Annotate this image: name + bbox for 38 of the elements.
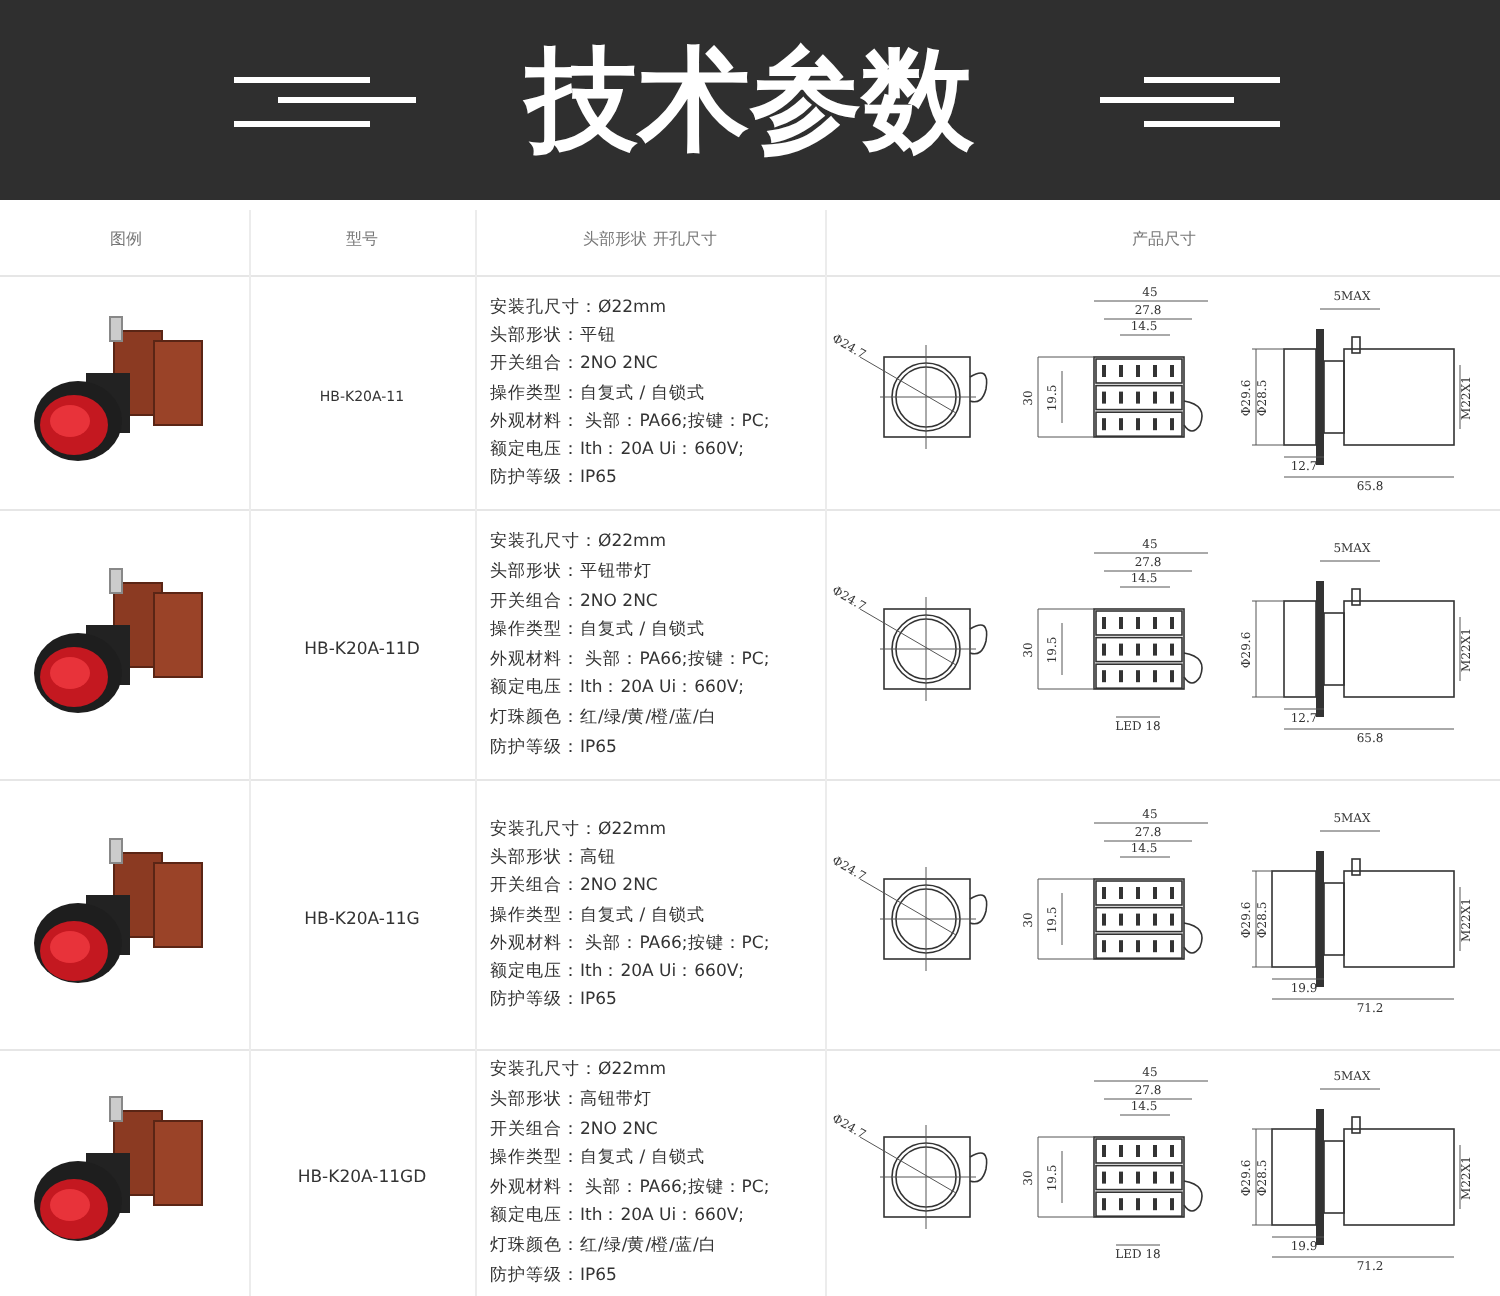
spec-line: 开关组合：2NO 2NC bbox=[490, 1120, 658, 1138]
spec-line: 外观材料： 头部：PA66;按键：PC; bbox=[490, 413, 770, 431]
spec-line: 操作类型：自复式 / 自锁式 bbox=[490, 1149, 705, 1167]
spec-line: 防护等级：IP65 bbox=[490, 738, 617, 756]
spec-line: 头部形状：高钮带灯 bbox=[490, 1091, 652, 1109]
spec-line: 额定电压：Ith：20A Ui：660V; bbox=[490, 963, 745, 981]
column-header: 图例 bbox=[110, 232, 142, 248]
spec-line: 灯珠颜色：红/绿/黄/橙/蓝/白 bbox=[490, 709, 717, 727]
spec-line: 开关组合：2NO 2NC bbox=[490, 355, 658, 373]
spec-line: 安装孔尺寸：Ø22mm bbox=[490, 298, 667, 316]
spec-line: 头部形状：平钮带灯 bbox=[490, 563, 652, 581]
column-header: 产品尺寸 bbox=[1132, 232, 1196, 248]
column-header: 型号 bbox=[346, 232, 378, 248]
model-number: HB-K20A-11GD bbox=[297, 1168, 427, 1186]
spec-line: 头部形状：平钮 bbox=[490, 327, 616, 345]
spec-line: 开关组合：2NO 2NC bbox=[490, 877, 658, 895]
model-number: HB-K20A-11D bbox=[304, 640, 420, 658]
spec-line: 防护等级：IP65 bbox=[490, 1266, 617, 1284]
spec-line: 外观材料： 头部：PA66;按键：PC; bbox=[490, 1179, 770, 1197]
spec-line: 外观材料： 头部：PA66;按键：PC; bbox=[490, 651, 770, 669]
spec-line: 防护等级：IP65 bbox=[490, 992, 617, 1010]
spec-line: 开关组合：2NO 2NC bbox=[490, 592, 658, 610]
spec-line: 外观材料： 头部：PA66;按键：PC; bbox=[490, 935, 770, 953]
spec-line: 防护等级：IP65 bbox=[490, 470, 617, 488]
spec-line: 操作类型：自复式 / 自锁式 bbox=[490, 621, 705, 639]
spec-line: 操作类型：自复式 / 自锁式 bbox=[490, 384, 705, 402]
column-header: 头部形状 开孔尺寸 bbox=[583, 232, 717, 248]
title: 技术参数 bbox=[526, 46, 974, 158]
spec-line: 安装孔尺寸：Ø22mm bbox=[490, 1062, 667, 1080]
spec-line: 安装孔尺寸：Ø22mm bbox=[490, 534, 667, 552]
spec-line: 额定电压：Ith：20A Ui：660V; bbox=[490, 680, 745, 698]
model-number: HB-K20A-11G bbox=[304, 910, 420, 928]
spec-line: 操作类型：自复式 / 自锁式 bbox=[490, 906, 705, 924]
spec-line: 头部形状：高钮 bbox=[490, 849, 616, 867]
spec-line: 额定电压：Ith：20A Ui：660V; bbox=[490, 441, 745, 459]
spec-line: 灯珠颜色：红/绿/黄/橙/蓝/白 bbox=[490, 1237, 717, 1255]
spec-line: 额定电压：Ith：20A Ui：660V; bbox=[490, 1208, 745, 1226]
spec-line: 安装孔尺寸：Ø22mm bbox=[490, 820, 667, 838]
